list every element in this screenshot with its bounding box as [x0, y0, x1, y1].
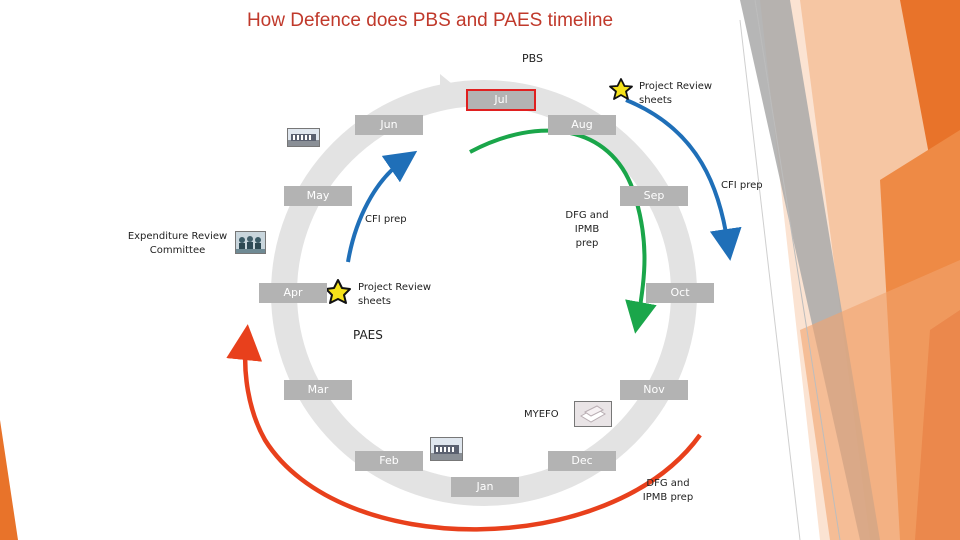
month-mar: Mar: [284, 380, 352, 400]
dfg-label-bottom: DFG and IPMB prep: [642, 478, 694, 503]
green-arc-arrow: [469, 128, 657, 334]
ring-arrow-head: [440, 74, 462, 110]
pbs-heading: PBS: [522, 52, 543, 65]
star-icon: [609, 78, 633, 100]
red-arc-arrow: [226, 324, 702, 532]
committee-photo-icon: [235, 231, 266, 254]
month-apr: Apr: [259, 283, 327, 303]
cfi-prep-label-inner: CFI prep: [365, 214, 407, 225]
project-review-label-top: Project Review sheets: [639, 81, 713, 106]
building-photo-icon: [430, 437, 463, 461]
star-icon: [325, 279, 351, 304]
left-accent-shape: [0, 420, 18, 540]
erc-label: Expenditure Review Committee: [127, 231, 228, 256]
blue-arc-outer-arrow: [625, 98, 742, 261]
project-review-label-inner: Project Review sheets: [358, 282, 432, 307]
cfi-prep-label-right: CFI prep: [721, 180, 763, 191]
myefo-label: MYEFO: [524, 409, 559, 420]
paes-heading: PAES: [353, 328, 383, 342]
building-photo-icon: [287, 128, 320, 147]
page-title: How Defence does PBS and PAES timeline: [246, 10, 614, 31]
month-aug: Aug: [548, 115, 616, 135]
month-sep: Sep: [620, 186, 688, 206]
month-feb: Feb: [355, 451, 423, 471]
month-nov: Nov: [620, 380, 688, 400]
papers-photo-icon: [574, 401, 612, 427]
month-jan: Jan: [451, 477, 519, 497]
dfg-label-inner: DFG and IPMB prep: [565, 210, 609, 249]
month-dec: Dec: [548, 451, 616, 471]
month-may: May: [284, 186, 352, 206]
month-jun: Jun: [355, 115, 423, 135]
decorative-background-shapes: [739, 0, 960, 540]
month-jul: Jul: [466, 89, 536, 111]
blue-arc-inner-arrow: [346, 150, 418, 263]
month-oct: Oct: [646, 283, 714, 303]
